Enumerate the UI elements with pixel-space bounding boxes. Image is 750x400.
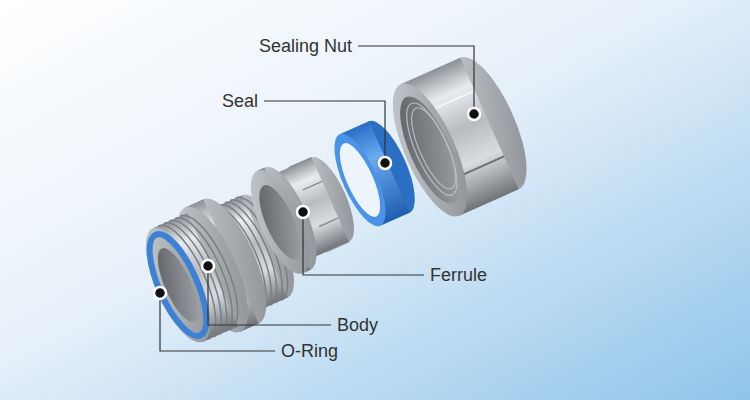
ferrule-part xyxy=(289,158,312,168)
sealing-nut-part xyxy=(388,89,472,211)
ferrule-part xyxy=(239,163,321,282)
callout-dot xyxy=(468,108,480,120)
leader-line xyxy=(358,46,474,114)
body-part xyxy=(130,176,310,356)
sealing-nut-part xyxy=(403,102,464,194)
leader-line xyxy=(160,46,474,351)
part-label: Seal xyxy=(222,90,258,112)
leader-line xyxy=(303,212,424,275)
sealing-nut-part xyxy=(378,48,542,226)
part-label: O-Ring xyxy=(281,340,338,362)
leader-line xyxy=(208,266,331,325)
ferrule-part xyxy=(319,218,338,227)
ferrule-part xyxy=(303,181,322,190)
sealing-nut-part xyxy=(397,97,467,201)
leader-line xyxy=(160,293,275,351)
seal-part xyxy=(332,138,388,222)
part-label: Ferrule xyxy=(430,264,487,286)
ferrule-part xyxy=(326,242,349,252)
callout-dot xyxy=(379,157,391,169)
body-part xyxy=(150,243,206,327)
callout-dot xyxy=(202,260,214,272)
body-part xyxy=(133,219,224,350)
callout-dot xyxy=(297,206,309,218)
o-ring xyxy=(138,227,217,343)
callout-dot xyxy=(154,287,166,299)
sealing-nut-part xyxy=(378,74,482,226)
sealing-nut-part xyxy=(397,97,467,201)
part-label: Sealing Nut xyxy=(259,35,352,57)
leader-line xyxy=(264,101,385,163)
ferrule-part xyxy=(251,180,309,264)
part-label: Body xyxy=(337,314,378,336)
